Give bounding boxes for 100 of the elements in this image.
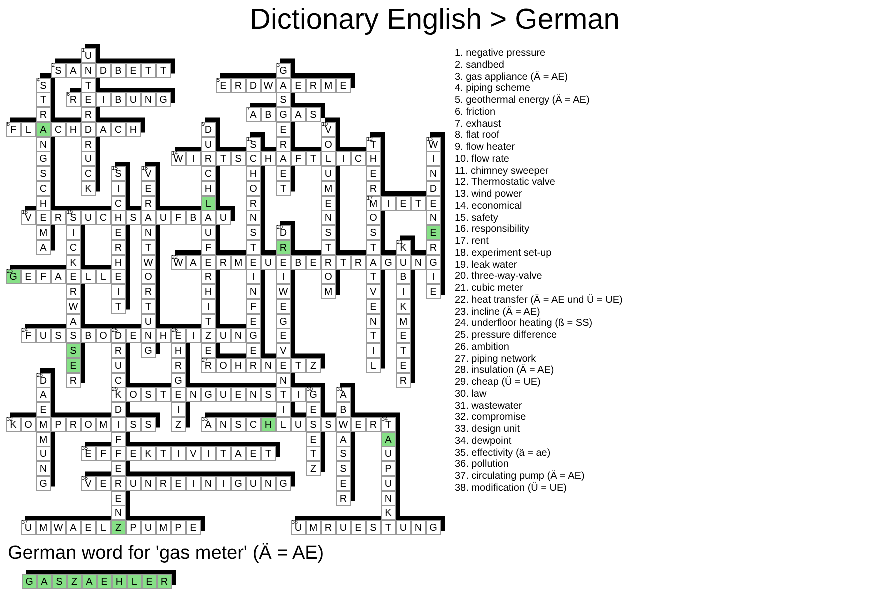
cell-letter: R: [204, 272, 214, 284]
cell-letter: T: [369, 272, 378, 284]
cell-letter: T: [144, 302, 153, 313]
crossword-cell: [396, 314, 411, 328]
cell-letter: T: [219, 449, 228, 460]
cell-letter: G: [428, 258, 438, 268]
cell-letter: E: [279, 302, 288, 313]
crossword-cell: [246, 387, 261, 402]
cell-letter: N: [324, 213, 334, 224]
cell-letter: U: [38, 331, 48, 342]
cell-letter: E: [69, 272, 78, 284]
crossword-cell: [351, 416, 366, 432]
crossword-cell: [306, 402, 321, 417]
cell-letter: A: [99, 124, 108, 136]
crossword-cell: [156, 387, 171, 402]
crossword-cell: [201, 416, 216, 432]
cell-letter: C: [114, 376, 124, 386]
crossword-cell: [426, 210, 441, 226]
crossword-cell: [276, 136, 291, 152]
crossword-cell: [216, 416, 231, 432]
cell-letter: H: [158, 331, 168, 342]
cell-letter: C: [248, 154, 258, 166]
cell-letter: E: [84, 95, 93, 106]
cell-letter: E: [354, 420, 363, 431]
crossword-cell: [156, 476, 171, 491]
crossword-cell: [246, 166, 261, 181]
cell-letter: U: [204, 140, 214, 150]
cell-letter: A: [39, 242, 48, 254]
cell-letter: W: [174, 154, 184, 166]
crossword-cell: [66, 328, 81, 344]
cell-letter: T: [249, 242, 258, 254]
crossword-cell: [366, 166, 381, 181]
cell-letter: A: [250, 110, 258, 121]
crossword-cell: [246, 298, 261, 314]
crossword-cell: [306, 78, 321, 92]
crossword-cell: [111, 490, 126, 506]
crossword-cell: [66, 62, 81, 78]
cell-letter: T: [309, 449, 318, 460]
cell-letter: F: [99, 449, 108, 460]
crossword-cell: [21, 210, 36, 226]
cell-letter: D: [114, 405, 124, 416]
crossword-cell: [81, 166, 96, 181]
cell-letter: N: [38, 464, 48, 475]
cell-letter: P: [174, 523, 183, 534]
cell-letter: U: [218, 331, 228, 342]
cell-letter: T: [114, 302, 123, 313]
cell-letter: H: [204, 287, 214, 298]
cell-letter: E: [100, 577, 109, 588]
crossword-cell: [396, 343, 411, 358]
cell-letter: M: [38, 420, 49, 431]
crossword-cell: [52, 574, 67, 589]
crossword-cell: [201, 166, 216, 181]
cell-letter: N: [428, 169, 438, 180]
cell-letter: U: [294, 420, 304, 431]
cell-letter: S: [54, 331, 63, 342]
crossword-cell: [141, 62, 156, 78]
cell-letter: N: [264, 478, 274, 490]
crossword-cell: [321, 284, 336, 299]
cell-letter: I: [191, 154, 196, 166]
crossword-cell: [66, 254, 81, 270]
crossword-cell: [306, 107, 321, 122]
cell-letter: E: [249, 346, 258, 357]
cell-letter: I: [401, 287, 406, 298]
cell-letter: E: [339, 478, 348, 490]
cell-letter: R: [174, 360, 184, 372]
crossword-cell: [426, 136, 441, 152]
cell-letter: N: [414, 523, 424, 534]
cell-letter: S: [249, 228, 258, 239]
crossword-cell: [111, 284, 126, 299]
cell-letter: T: [309, 154, 318, 166]
crossword-cell: [51, 122, 66, 137]
crossword-cell: [126, 387, 141, 402]
cell-letter: I: [431, 154, 436, 166]
cell-letter: U: [204, 228, 214, 239]
cell-letter: O: [368, 213, 378, 224]
cell-letter: R: [278, 242, 288, 254]
crossword-cell: [246, 358, 261, 373]
cell-letter: U: [38, 449, 48, 460]
cell-letter: R: [278, 140, 288, 150]
crossword-cell: [96, 62, 111, 78]
cell-letter: E: [399, 360, 408, 372]
cell-letter: U: [398, 258, 408, 268]
crossword-cell: [396, 240, 411, 255]
cell-letter: M: [323, 80, 334, 92]
crossword-cell: [66, 210, 81, 226]
cell-letter: F: [174, 213, 183, 224]
clue-text: 20. three-way-valve: [455, 271, 542, 282]
cell-letter: I: [116, 184, 121, 195]
clue-text: 36. pollution: [455, 459, 509, 470]
crossword-cell: [321, 520, 336, 535]
crossword-cell: [426, 225, 441, 240]
crossword-cell: [231, 78, 246, 92]
clue-text: 6. friction: [455, 106, 496, 118]
cell-letter: E: [399, 331, 408, 342]
crossword-cell: [66, 122, 81, 137]
cell-letter: E: [309, 434, 318, 446]
crossword-cell: [186, 476, 201, 491]
cell-letter: L: [24, 124, 32, 136]
crossword-cell: [201, 298, 216, 314]
cell-letter: I: [221, 478, 226, 490]
